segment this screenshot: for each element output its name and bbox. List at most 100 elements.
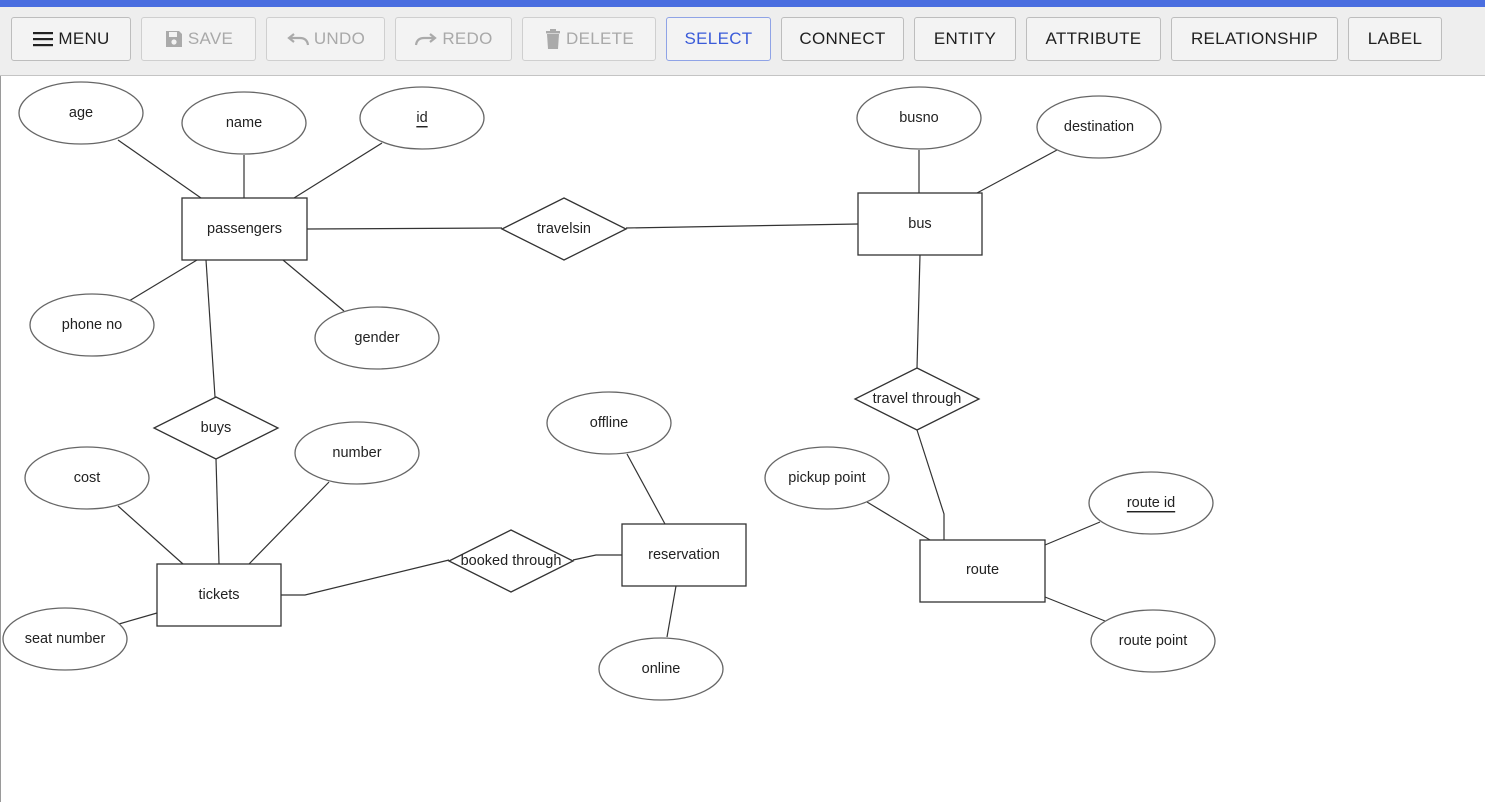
relationship-label: travel through <box>873 391 962 407</box>
attribute-route-point[interactable]: route point <box>1090 609 1216 673</box>
attribute-online[interactable]: online <box>598 637 724 701</box>
connect-tool-button[interactable]: CONNECT <box>781 17 904 61</box>
entity-passengers[interactable]: passengers <box>181 197 308 261</box>
save-button[interactable]: SAVE <box>141 17 256 61</box>
entity-box <box>156 563 282 627</box>
connector-pickuppoint-route[interactable] <box>866 501 931 541</box>
attribute-route-id[interactable]: route id <box>1088 471 1214 535</box>
label-tool-button[interactable]: LABEL <box>1348 17 1442 61</box>
attribute-seat-number[interactable]: seat number <box>2 607 128 671</box>
attribute-label: route point <box>1119 633 1188 649</box>
entity-tool-button[interactable]: ENTITY <box>914 17 1016 61</box>
entity-label: passengers <box>207 221 282 237</box>
attribute-ellipse <box>546 391 672 455</box>
connector-lines <box>117 139 1106 638</box>
attribute-ellipse <box>181 91 307 155</box>
attribute-ellipse <box>359 86 485 150</box>
relationship-tool-button[interactable]: RELATIONSHIP <box>1171 17 1338 61</box>
entity-label: reservation <box>648 547 720 563</box>
relationship-label: buys <box>201 420 232 436</box>
attribute-ellipse <box>856 86 982 150</box>
save-button-label: SAVE <box>187 29 234 48</box>
trash-icon <box>544 28 562 50</box>
connector-tickets-bookedthrough[interactable] <box>281 559 450 596</box>
attribute-ellipse <box>2 607 128 671</box>
select-tool-button[interactable]: SELECT <box>666 17 771 61</box>
attribute-label: cost <box>74 470 101 486</box>
relationship-diamond <box>853 367 981 431</box>
connector-seatnumber-tickets[interactable] <box>118 612 158 625</box>
attribute-name[interactable]: name <box>181 91 307 155</box>
connector-number-tickets[interactable] <box>248 481 330 565</box>
attribute-label: offline <box>590 415 628 431</box>
connector-buys-tickets[interactable] <box>215 458 220 565</box>
entity-route[interactable]: route <box>919 539 1046 603</box>
diagram-canvas[interactable]: passengers bus tickets reservation route… <box>0 76 1485 802</box>
connector-gender-passengers[interactable] <box>282 259 345 312</box>
attribute-ellipse <box>294 421 420 485</box>
attribute-label: phone no <box>62 317 122 333</box>
connector-travelsin-bus[interactable] <box>625 223 859 229</box>
connector-routeid-route[interactable] <box>1044 521 1101 546</box>
attribute-label: seat number <box>25 631 106 647</box>
attribute-number[interactable]: number <box>294 421 420 485</box>
attribute-ellipse <box>598 637 724 701</box>
connector-id-passengers[interactable] <box>293 142 383 199</box>
connector-offline-reservation[interactable] <box>626 453 666 525</box>
attribute-ellipse <box>764 446 890 510</box>
entity-box <box>181 197 308 261</box>
attribute-gender[interactable]: gender <box>314 306 440 370</box>
redo-button[interactable]: REDO <box>395 17 512 61</box>
connector-bus-travelthrough[interactable] <box>916 254 921 369</box>
relationship-booked-through[interactable]: booked through <box>447 529 575 593</box>
attribute-ellipse <box>314 306 440 370</box>
connector-cost-tickets[interactable] <box>117 505 184 565</box>
entity-label: bus <box>908 216 931 232</box>
undo-icon <box>286 31 310 47</box>
attribute-ellipse <box>24 446 150 510</box>
delete-button[interactable]: DELETE <box>522 17 656 61</box>
connector-passengers-buys[interactable] <box>205 259 216 398</box>
toolbar: MENU SAVE UNDO REDO DELETE SELECT CONNEC… <box>0 7 1485 76</box>
relationship-travelsin[interactable]: travelsin <box>500 197 628 261</box>
entity-tool-label: ENTITY <box>933 29 997 48</box>
connector-routepoint-route[interactable] <box>1044 596 1106 622</box>
connector-online-reservation[interactable] <box>666 585 677 638</box>
connector-phoneno-passengers[interactable] <box>128 259 198 302</box>
attribute-tool-label: ATTRIBUTE <box>1045 29 1142 48</box>
relationship-diamond <box>447 529 575 593</box>
connector-passengers-travelsin[interactable] <box>306 227 503 230</box>
menu-button[interactable]: MENU <box>11 17 131 61</box>
relationship-travel-through[interactable]: travel through <box>853 367 981 431</box>
entity-label: route <box>966 562 999 578</box>
entity-tickets[interactable]: tickets <box>156 563 282 627</box>
save-icon <box>164 29 184 49</box>
attribute-destination[interactable]: destination <box>1036 95 1162 159</box>
attribute-ellipse <box>1090 609 1216 673</box>
entity-reservation[interactable]: reservation <box>621 523 747 587</box>
attribute-tool-button[interactable]: ATTRIBUTE <box>1026 17 1161 61</box>
entity-box <box>857 192 983 256</box>
attribute-label: number <box>332 445 381 461</box>
connector-bookedthrough-reservation[interactable] <box>572 554 622 561</box>
attribute-phone-no[interactable]: phone no <box>29 293 155 357</box>
attribute-cost[interactable]: cost <box>24 446 150 510</box>
attribute-age[interactable]: age <box>18 81 144 145</box>
connector-destination-bus[interactable] <box>976 149 1058 194</box>
delete-button-label: DELETE <box>566 29 634 48</box>
attribute-busno[interactable]: busno <box>856 86 982 150</box>
undo-button[interactable]: UNDO <box>266 17 385 61</box>
attribute-label: destination <box>1064 119 1134 135</box>
entity-label: tickets <box>198 587 239 603</box>
attribute-offline[interactable]: offline <box>546 391 672 455</box>
relationship-buys[interactable]: buys <box>152 396 280 460</box>
attribute-label: online <box>642 661 681 677</box>
attribute-id[interactable]: id <box>359 86 485 150</box>
attribute-pickup-point[interactable]: pickup point <box>764 446 890 510</box>
relationship-diamond <box>152 396 280 460</box>
connector-travelthrough-route[interactable] <box>916 429 945 540</box>
er-diagram[interactable]: passengers bus tickets reservation route… <box>1 76 1485 802</box>
redo-button-label: REDO <box>442 29 493 48</box>
connector-age-passengers[interactable] <box>117 139 202 199</box>
entity-bus[interactable]: bus <box>857 192 983 256</box>
